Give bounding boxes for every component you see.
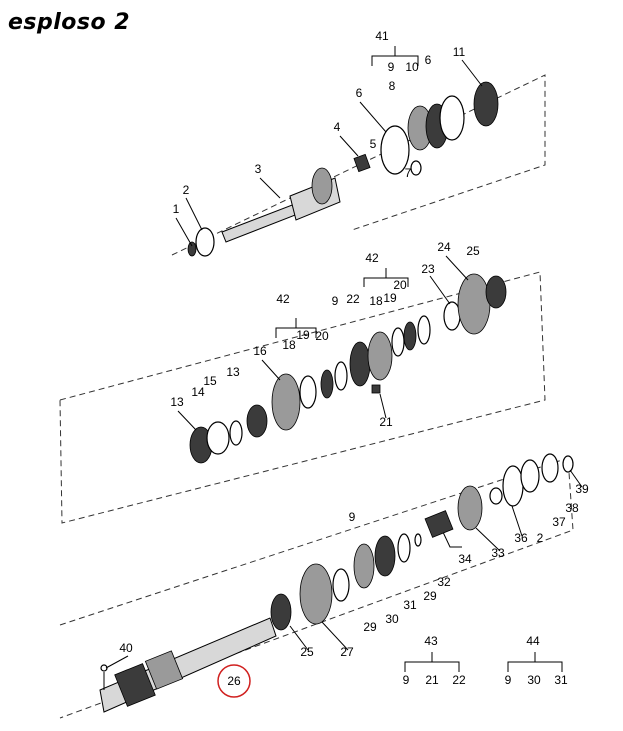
part-label: 32: [437, 575, 451, 589]
leader-lines: [105, 59, 583, 669]
part-label: 6: [425, 53, 432, 67]
part-label: 25: [466, 244, 480, 258]
diagram-title: esploso 2: [8, 10, 131, 35]
highlight-circle: [217, 664, 251, 698]
part-label: 8: [389, 79, 396, 93]
part-label: 13: [226, 365, 240, 379]
part-label: 31: [403, 598, 417, 612]
part-label: 2: [183, 183, 190, 197]
part-label: 20: [315, 329, 329, 343]
part-label: 41: [375, 29, 389, 43]
part-label: 30: [385, 612, 399, 626]
part-label: 9: [349, 510, 356, 524]
part-label: 6: [356, 86, 363, 100]
part-label: 36: [514, 531, 528, 545]
part-label: 40: [119, 641, 133, 655]
part-label: 39: [575, 482, 589, 496]
part-label: 14: [191, 385, 205, 399]
part-label: 44: [526, 634, 540, 648]
part-label: 33: [491, 546, 505, 560]
part-label: 22: [346, 292, 360, 306]
part-label: 29: [423, 589, 437, 603]
part-label: 19: [383, 291, 397, 305]
part-label: 34: [458, 552, 472, 566]
part-label: 11: [453, 45, 466, 59]
part-label: 2: [537, 531, 544, 545]
part-label: 23: [421, 262, 435, 276]
part-label: 29: [363, 620, 377, 634]
part-label: 18: [369, 294, 383, 308]
part-label: 38: [565, 501, 579, 515]
part-label: 22: [452, 673, 466, 687]
part-label: 7: [405, 166, 412, 180]
part-label: 21: [425, 673, 439, 687]
part-label: 4: [334, 120, 341, 134]
part-label: 43: [424, 634, 438, 648]
part-label: 9: [332, 294, 339, 308]
part-label: 15: [203, 374, 217, 388]
input-shaft-group: [187, 81, 499, 257]
part-label: 1: [173, 202, 180, 216]
part-label: 19: [296, 328, 310, 342]
part-label: 9: [388, 60, 395, 74]
part-label: 20: [393, 278, 407, 292]
part-label: 27: [340, 645, 354, 659]
part-label: 24: [437, 240, 451, 254]
countershaft-group: [189, 273, 507, 464]
highlighted-part-label: 26: [227, 674, 241, 688]
part-label: 9: [403, 673, 410, 687]
part-label: 21: [379, 415, 393, 429]
part-label: 16: [253, 344, 267, 358]
part-label: 9: [505, 673, 512, 687]
part-label: 31: [554, 673, 568, 687]
bracket-lines: [275, 46, 563, 672]
part-label: 18: [282, 338, 296, 352]
part-label: 25: [300, 645, 314, 659]
part-label: 42: [276, 292, 290, 306]
part-label: 3: [255, 162, 262, 176]
part-label: 5: [370, 137, 377, 151]
part-label: 13: [170, 395, 184, 409]
part-label: 37: [552, 515, 566, 529]
part-label: 42: [365, 251, 379, 265]
part-label: 30: [527, 673, 541, 687]
part-label: 10: [405, 60, 419, 74]
output-shaft-group: [99, 453, 574, 713]
